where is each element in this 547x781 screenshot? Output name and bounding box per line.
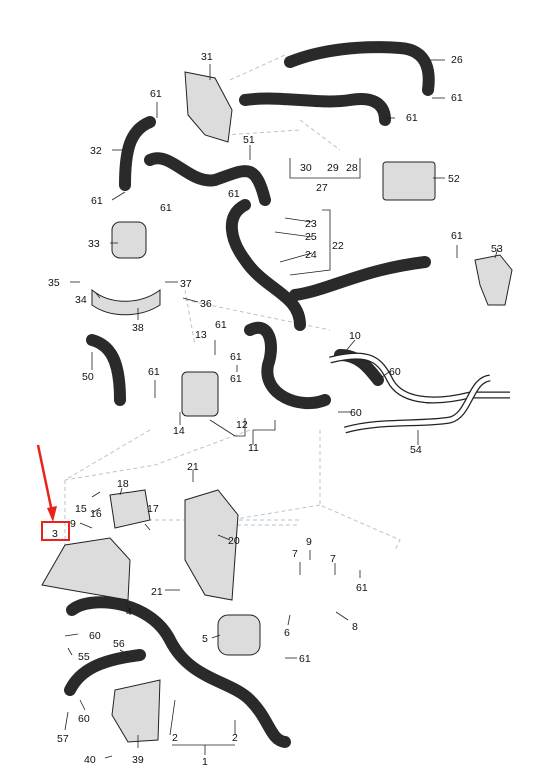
callout-22: 22 (332, 240, 344, 252)
callout-34: 34 (75, 294, 87, 306)
callout-7: 7 (292, 548, 298, 560)
callout-32: 32 (90, 145, 102, 157)
callout-35: 35 (48, 277, 60, 289)
callout-33: 33 (88, 238, 100, 250)
callout-20: 20 (228, 535, 240, 547)
callout-15: 15 (75, 503, 87, 515)
leader-lines (64, 59, 499, 759)
callout-17: 17 (147, 503, 159, 515)
callout-11: 11 (248, 442, 259, 454)
callout-27: 27 (316, 182, 328, 194)
bracket-18 (109, 489, 151, 529)
callout-61: 61 (451, 230, 463, 242)
callout-61: 61 (230, 373, 242, 385)
pump-33 (111, 221, 147, 259)
callout-3: 3 (52, 528, 58, 540)
callout-53: 53 (491, 243, 503, 255)
bracket-34 (91, 288, 161, 316)
callout-10: 10 (349, 330, 361, 342)
callout-18: 18 (117, 478, 129, 490)
callout-9: 9 (70, 518, 76, 530)
callout-61: 61 (160, 202, 172, 214)
callout-29: 29 (327, 162, 339, 174)
callout-61: 61 (150, 88, 162, 100)
callout-28: 28 (346, 162, 358, 174)
callout-54: 54 (410, 444, 422, 456)
callout-61: 61 (451, 92, 463, 104)
callout-5: 5 (202, 633, 208, 645)
callout-23: 23 (305, 218, 317, 230)
callout-30: 30 (300, 162, 312, 174)
callout-16: 16 (90, 508, 102, 520)
callout-14: 14 (173, 425, 185, 437)
callout-36: 36 (200, 298, 212, 310)
oil-cooler-52 (382, 161, 436, 201)
heat-shield-3 (41, 537, 131, 601)
callout-1: 1 (202, 756, 208, 768)
coolant-pipes-54 (329, 352, 510, 434)
callout-8: 8 (352, 621, 358, 633)
callout-2: 2 (232, 732, 238, 744)
callout-24: 24 (305, 249, 317, 261)
callout-61: 61 (215, 319, 227, 331)
callout-55: 55 (78, 651, 90, 663)
callout-61: 61 (91, 195, 103, 207)
callout-12: 12 (236, 419, 248, 431)
callout-13: 13 (195, 329, 207, 341)
callout-61: 61 (406, 112, 418, 124)
callout-39: 39 (132, 754, 144, 766)
callout-61: 61 (228, 188, 240, 200)
callout-6: 6 (284, 627, 290, 639)
callout-60: 60 (389, 366, 401, 378)
callout-2: 2 (172, 732, 178, 744)
valve-12 (181, 371, 219, 417)
callout-57: 57 (57, 733, 69, 745)
callout-38: 38 (132, 322, 144, 334)
callout-56: 56 (113, 638, 125, 650)
callout-37: 37 (180, 278, 192, 290)
callout-50: 50 (82, 371, 94, 383)
callout-25: 25 (305, 231, 317, 243)
callout-61: 61 (356, 582, 368, 594)
callout-4: 4 (126, 606, 132, 618)
callout-21: 21 (151, 586, 163, 598)
callout-61: 61 (148, 366, 160, 378)
callout-60: 60 (78, 713, 90, 725)
callout-26: 26 (451, 54, 463, 66)
callout-labels: 1 2 2 3 4 5 6 7 7 8 9 9 10 11 12 13 14 1… (48, 51, 503, 768)
highlight-callout-3 (36, 444, 70, 541)
pump-5 (217, 614, 261, 656)
pump-53 (474, 254, 513, 306)
callout-61: 61 (299, 653, 311, 665)
callout-61: 61 (230, 351, 242, 363)
callout-51: 51 (243, 134, 255, 146)
callout-9: 9 (306, 536, 312, 548)
callout-52: 52 (448, 173, 460, 185)
hoses (64, 41, 435, 748)
components (41, 71, 513, 743)
bracket-39 (111, 679, 161, 743)
callout-60: 60 (350, 407, 362, 419)
bracket-20 (184, 489, 239, 601)
callout-40: 40 (84, 754, 96, 766)
bracket-31 (184, 71, 233, 143)
callout-21: 21 (187, 461, 199, 473)
callout-7: 7 (330, 553, 336, 565)
callout-60: 60 (89, 630, 101, 642)
callout-31: 31 (201, 51, 213, 63)
